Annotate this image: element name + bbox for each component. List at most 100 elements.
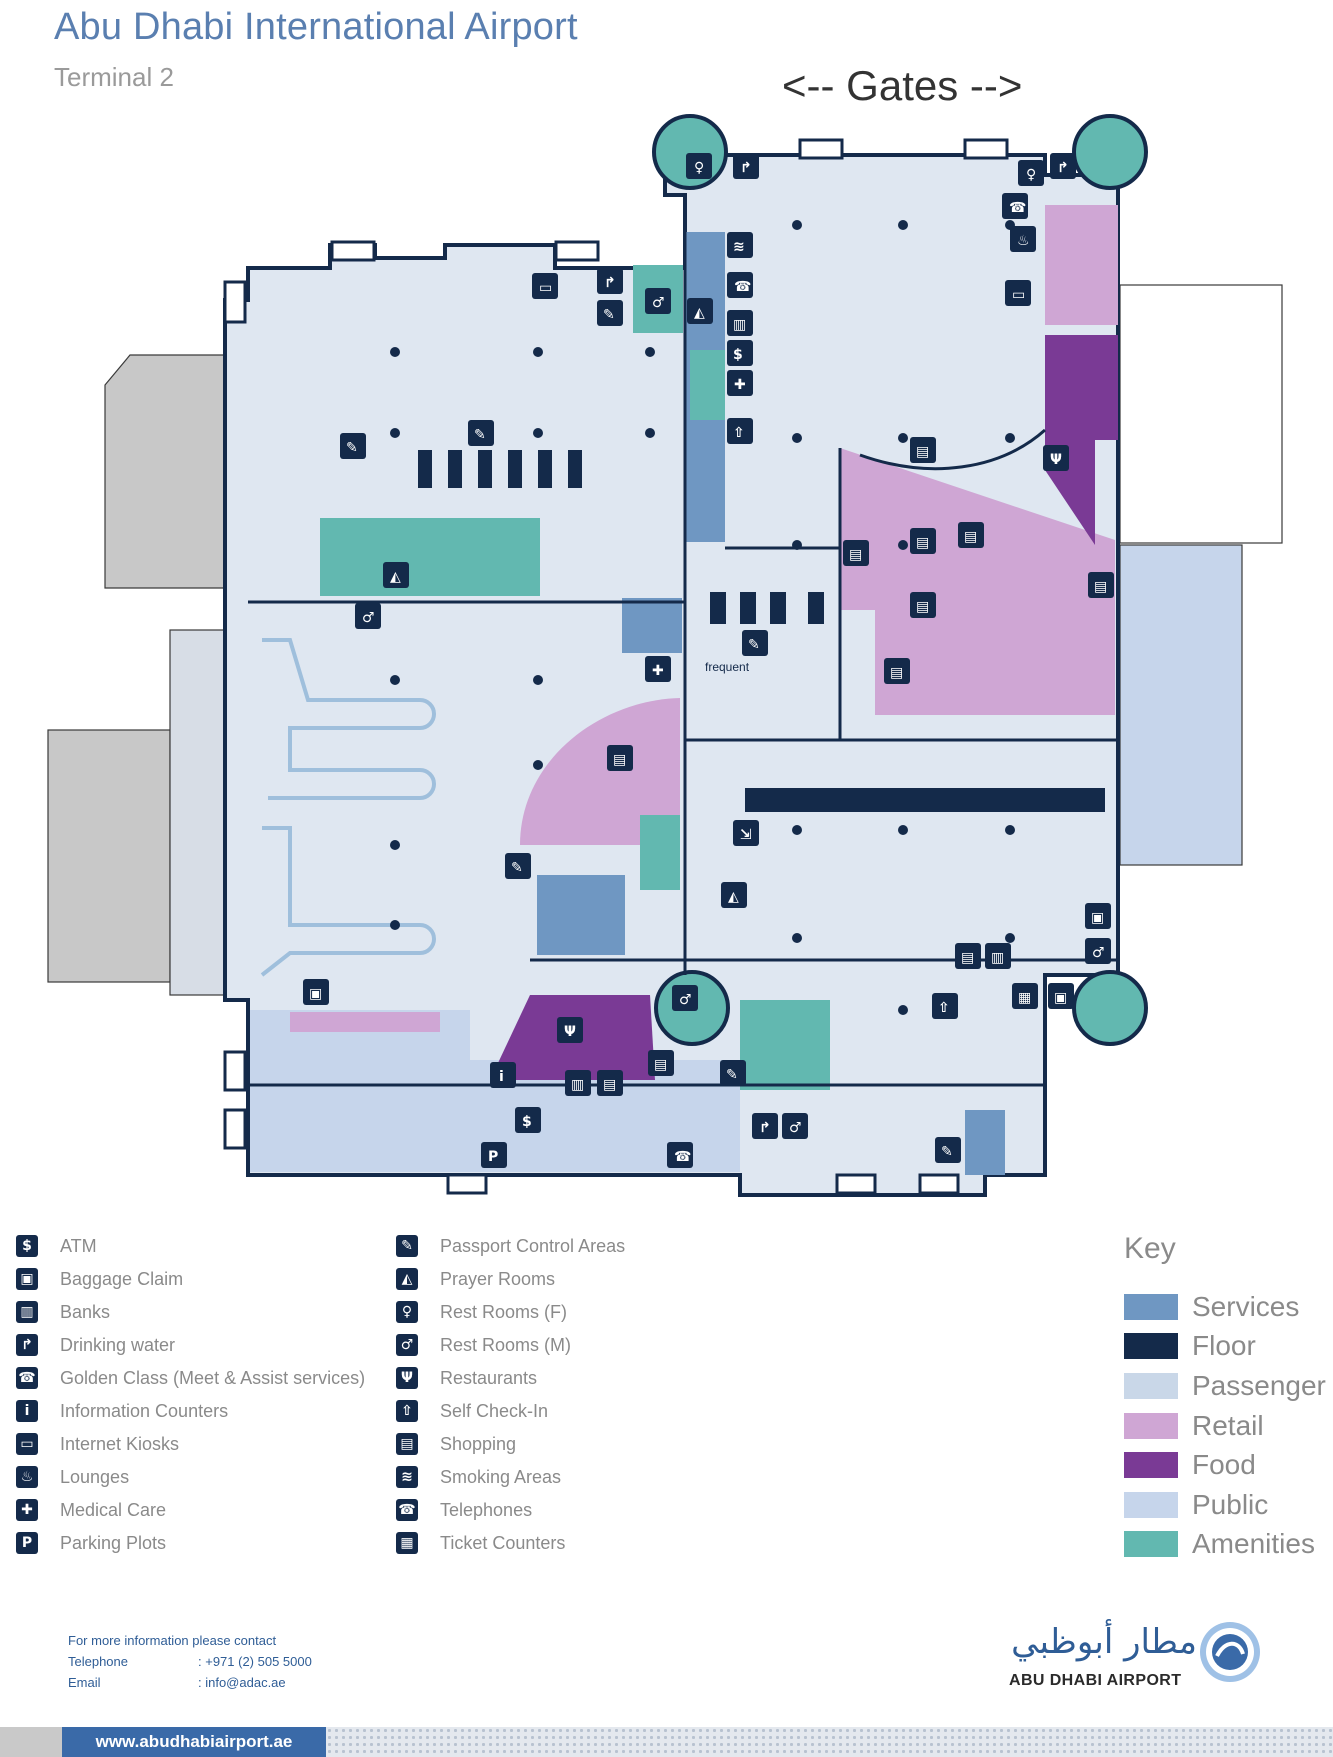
email-value[interactable]: : info@adac.ae xyxy=(198,1675,286,1690)
legend-label: Information Counters xyxy=(60,1400,229,1421)
medical-icon: ✚ xyxy=(727,370,753,396)
svg-text:▤: ▤ xyxy=(890,665,903,681)
legend-label: Passport Control Areas xyxy=(440,1235,626,1256)
floor-plan: frequent xyxy=(223,114,1148,1197)
legend-item-smoking: ≋Smoking Areas xyxy=(396,1464,561,1490)
legend-label: Internet Kiosks xyxy=(60,1433,180,1454)
structural-columns xyxy=(390,220,1015,1015)
svg-text:⇧: ⇧ xyxy=(733,425,745,441)
svg-text:✎: ✎ xyxy=(748,637,760,653)
website-link[interactable]: www.abudhabiairport.ae xyxy=(62,1727,326,1757)
svg-text:▦: ▦ xyxy=(1018,990,1031,1006)
svg-text:↱: ↱ xyxy=(1057,160,1069,176)
legend-item-baggage-claim: ▣Baggage Claim xyxy=(16,1266,183,1292)
restroom-female-icon: ♀ xyxy=(1018,160,1044,186)
svg-text:▤: ▤ xyxy=(1094,579,1107,595)
gate-pod-northeast xyxy=(1072,114,1148,190)
telephone-value[interactable]: : +971 (2) 505 5000 xyxy=(198,1654,312,1669)
legend-label: Rest Rooms (M) xyxy=(440,1334,572,1355)
water-icon: ↱ xyxy=(16,1334,38,1356)
key-item-passenger: Passenger xyxy=(1124,1370,1326,1401)
monitor-icon: ▭ xyxy=(16,1433,38,1455)
bank-icon: ▥ xyxy=(985,943,1011,969)
baggage-icon: ▣ xyxy=(303,979,329,1005)
restroom-male-icon: ♂ xyxy=(396,1334,418,1356)
telephone-icon: ☎ xyxy=(727,272,753,298)
restroom-male-icon: ♂ xyxy=(645,288,671,314)
map-poi-icons[interactable]: ♀ ↱ ♀ ↱ ☎ ♨ ▭ ≋ ☎ ▥ $ ✚ ⇧ ◭ ▭ ↱ ✎ ♂ ✎ ✎ … xyxy=(303,153,1114,1168)
shopping-icon: ▤ xyxy=(910,592,936,618)
shopping-icon: ▤ xyxy=(955,943,981,969)
legend-label: Drinking water xyxy=(60,1334,176,1355)
svg-text:⇧: ⇧ xyxy=(938,1000,950,1016)
telephone-icon: ☎ xyxy=(667,1142,693,1168)
water-icon: ↱ xyxy=(733,153,759,179)
svg-text:✎: ✎ xyxy=(474,427,486,443)
retail-zone-west xyxy=(520,698,680,845)
legend-item-atm: $ATM xyxy=(16,1233,97,1259)
legend-item-prayer-rooms: ◭Prayer Rooms xyxy=(396,1266,555,1292)
key-label: Amenities xyxy=(1192,1528,1315,1559)
svg-text:$: $ xyxy=(522,1114,532,1130)
terminal-floor xyxy=(223,153,1120,1197)
svg-text:♨: ♨ xyxy=(1017,233,1030,249)
svg-text:▥: ▥ xyxy=(571,1077,584,1093)
svg-text:▥: ▥ xyxy=(991,950,1004,966)
legend-item-self-check-in: ⇧Self Check-In xyxy=(396,1398,548,1424)
legend-item-shopping: ▤Shopping xyxy=(396,1431,516,1457)
svg-text:✎: ✎ xyxy=(603,307,615,323)
baggage-carousels xyxy=(260,638,436,977)
restroom-female-icon: ♀ xyxy=(396,1301,418,1323)
svg-text:▤: ▤ xyxy=(916,599,929,615)
svg-text:♂: ♂ xyxy=(789,1120,802,1136)
atm-icon: $ xyxy=(16,1235,38,1257)
shopping-icon: ▤ xyxy=(884,658,910,684)
svg-text:↱: ↱ xyxy=(759,1120,771,1136)
medical-icon: ✚ xyxy=(645,656,671,682)
svg-text:▤: ▤ xyxy=(654,1057,667,1073)
legend-item-internet-kiosks: ▭ Internet Kiosks xyxy=(16,1431,179,1457)
svg-text:☎: ☎ xyxy=(1009,200,1026,216)
retail-strip-south xyxy=(290,1012,440,1032)
svg-text:✎: ✎ xyxy=(726,1067,738,1083)
svg-text:♀: ♀ xyxy=(1026,167,1036,183)
passport-icon: ✎ xyxy=(935,1137,961,1163)
legend-item-banks: ▥Banks xyxy=(16,1299,110,1325)
key-swatch xyxy=(1124,1492,1178,1518)
frequent-label: frequent xyxy=(705,660,750,674)
atm-icon: $ xyxy=(727,340,753,366)
info-icon: i xyxy=(490,1062,516,1088)
shopping-icon: ▤ xyxy=(958,522,984,548)
services-block-3 xyxy=(965,1110,1005,1175)
passport-icon: ✎ xyxy=(468,420,494,446)
svg-text:◭: ◭ xyxy=(694,305,705,321)
svg-text:▭: ▭ xyxy=(1012,287,1025,303)
svg-text:▤: ▤ xyxy=(849,547,862,563)
key-label: Food xyxy=(1192,1449,1256,1480)
terminal-map[interactable]: frequent ♀ ↱ ♀ ↱ ☎ ♨ ▭ ≋ ☎ ▥ $ ✚ ⇧ ◭ ▭ ↱… xyxy=(0,0,1333,1230)
info-icon: i xyxy=(16,1400,38,1422)
legend-label: Medical Care xyxy=(60,1499,167,1520)
passport-icon: ✎ xyxy=(340,433,366,459)
outbuilding-east xyxy=(1119,284,1283,544)
checkin-desks xyxy=(418,450,1105,812)
prayer-icon: ◭ xyxy=(721,882,747,908)
amenities-block-mid xyxy=(640,815,680,890)
smoking-icon: ≋ xyxy=(396,1466,418,1488)
legend-item-information: i Information Counters xyxy=(16,1398,228,1424)
telephone-label: Telephone xyxy=(68,1654,128,1669)
phone-person-icon: ☎ xyxy=(16,1367,38,1389)
restroom-male-icon: ♂ xyxy=(355,603,381,629)
baggage-icon: ▣ xyxy=(16,1268,38,1290)
key-item-public: Public xyxy=(1124,1489,1268,1520)
food-zone-east xyxy=(1045,335,1118,545)
lounge-icon: ♨ xyxy=(1010,226,1036,252)
gate-pod-southeast xyxy=(1072,970,1148,1046)
parking-icon: P xyxy=(481,1142,507,1168)
services-block-1 xyxy=(622,598,682,653)
amenities-block-west xyxy=(320,518,540,596)
svg-text:$: $ xyxy=(733,347,743,363)
svg-text:▥: ▥ xyxy=(733,317,746,333)
passport-icon: ✎ xyxy=(505,853,531,879)
outbuilding-west-lower xyxy=(47,729,171,983)
